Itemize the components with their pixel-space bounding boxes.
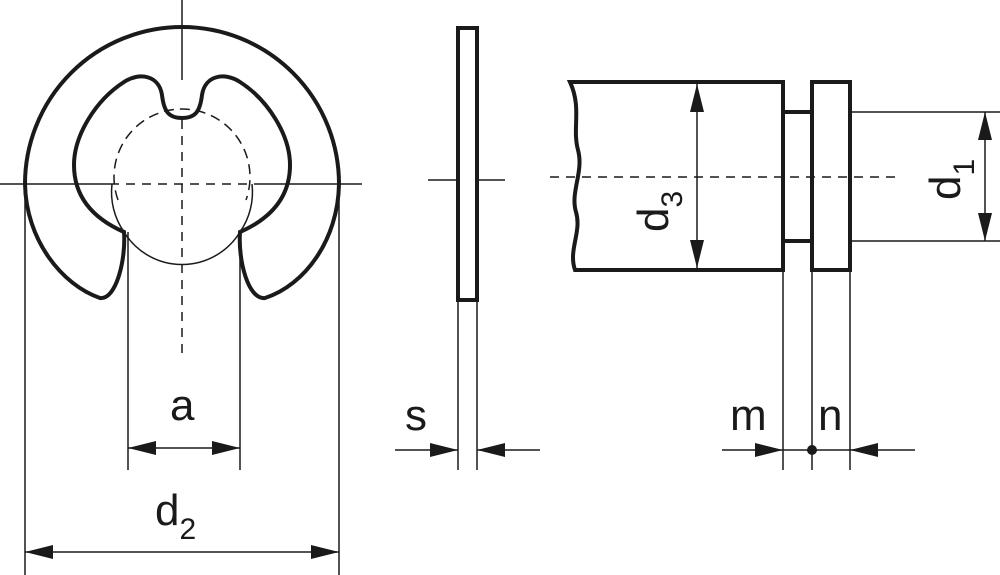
clip-thickness-profile <box>456 26 479 302</box>
d2-label: d2 <box>155 486 196 546</box>
shaft-side-arc-left <box>110 183 125 233</box>
e-clip-front-view: a d2 <box>0 0 362 575</box>
d1-arrow-bottom <box>978 213 992 241</box>
d3-arrow-top <box>690 84 704 112</box>
a-arrow-left <box>128 441 156 455</box>
m-label: m <box>730 391 767 440</box>
n-arrow-right <box>850 443 878 457</box>
shaft-body <box>566 80 785 272</box>
d2-arrow-left <box>25 545 53 559</box>
d3-label-main: d <box>629 208 678 232</box>
shaft-visible-arc <box>123 231 241 266</box>
s-arrow-left <box>430 443 458 457</box>
s-arrow-right <box>477 443 505 457</box>
d3-label: d3 <box>629 191 689 232</box>
d3-label-sub: 3 <box>656 191 689 208</box>
d1-label: d1 <box>921 159 981 200</box>
a-arrow-right <box>212 441 240 455</box>
shaft-hidden-circle <box>113 108 251 201</box>
n-label: n <box>818 391 842 440</box>
d3-arrow-bottom <box>690 240 704 268</box>
a-label: a <box>170 381 195 430</box>
d1-label-sub: 1 <box>948 159 981 176</box>
d2-label-main: d <box>155 486 179 535</box>
e-clip-outer-profile <box>22 25 342 300</box>
mn-shared-dot <box>807 445 817 455</box>
s-label: s <box>405 391 427 440</box>
e-clip-side-view: s <box>395 26 540 470</box>
d2-arrow-right <box>311 545 339 559</box>
d1-label-main: d <box>921 176 970 200</box>
d1-arrow-top <box>978 112 992 140</box>
m-arrow-left <box>755 443 783 457</box>
shaft-assembly-view: d3 d1 m n <box>550 80 1000 470</box>
shaft-side-arc-right <box>239 183 254 233</box>
clip-section <box>810 80 852 272</box>
d2-label-sub: 2 <box>179 513 196 546</box>
